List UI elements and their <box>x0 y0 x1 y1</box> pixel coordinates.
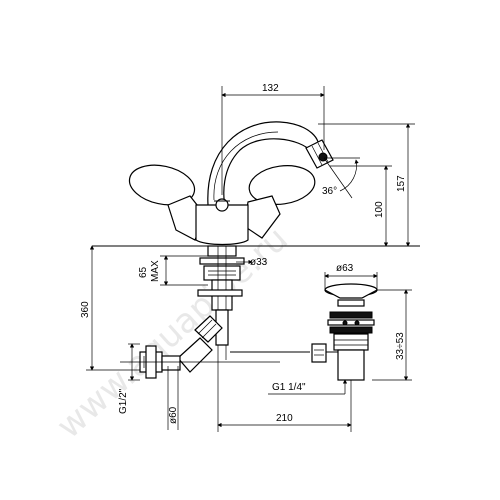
dim-width-top: 132 <box>262 83 279 94</box>
pop-up-waste <box>311 283 378 381</box>
dimension-lines <box>86 86 415 432</box>
dim-max-thickness: 65 <box>138 266 149 278</box>
faucet-body <box>128 121 334 246</box>
dim-height-spout: 100 <box>374 201 385 218</box>
supply-valve <box>120 315 310 379</box>
mounting-stem <box>197 245 245 360</box>
dim-waste-thread: G1 1/4" <box>272 382 306 393</box>
nozzle-tip <box>318 152 328 162</box>
dim-waste-height: 33÷53 <box>395 332 406 360</box>
dim-waste-diameter: ø63 <box>336 263 354 274</box>
dim-reach: 210 <box>276 413 293 424</box>
waste-nut <box>329 311 373 319</box>
dim-height-total: 157 <box>396 175 407 192</box>
dim-supply-thread: G1/2" <box>118 388 129 414</box>
dim-hole-diameter: ø33 <box>250 257 268 268</box>
dim-supply-diameter: ø60 <box>168 406 179 424</box>
dim-angle: 36° <box>322 186 337 197</box>
dim-hose-length: 360 <box>80 301 91 318</box>
dim-max-label: MAX <box>150 260 161 282</box>
